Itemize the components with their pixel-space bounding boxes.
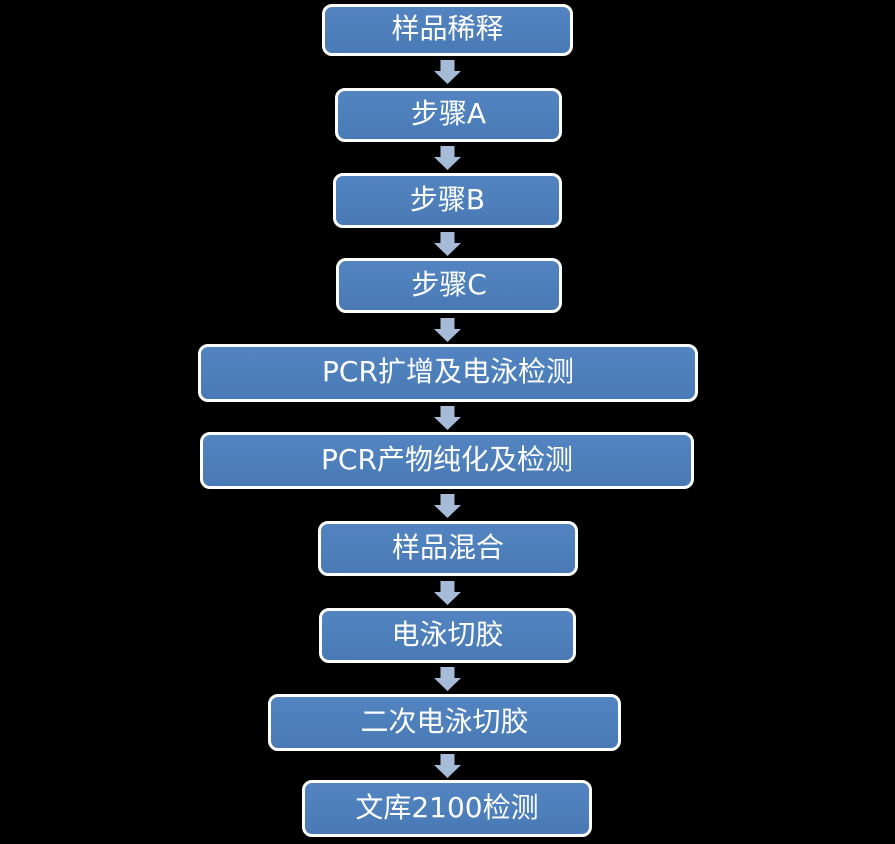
flow-step-pcr-product-purification: PCR产物纯化及检测: [200, 432, 694, 489]
down-arrow-icon: [434, 406, 461, 430]
down-arrow-icon: [434, 494, 461, 518]
flow-step-label: 电泳切胶: [391, 617, 504, 651]
flow-step-b: 步骤B: [333, 173, 562, 228]
flow-step-label: 步骤B: [409, 182, 486, 216]
flow-step-label: 文库2100检测: [355, 790, 539, 824]
flow-step-label: 样品稀释: [391, 12, 504, 45]
down-arrow-icon: [434, 581, 461, 605]
down-arrow-icon: [434, 667, 461, 691]
flow-step-library-2100-qc: 文库2100检测: [302, 780, 592, 837]
down-arrow-icon: [434, 60, 461, 84]
flow-step-a: 步骤A: [335, 88, 562, 142]
flow-step-second-gel-excision: 二次电泳切胶: [268, 694, 621, 751]
down-arrow-icon: [434, 232, 461, 256]
flow-step-label: PCR产物纯化及检测: [321, 442, 573, 476]
down-arrow-icon: [434, 754, 461, 778]
flow-step-pcr-amplification-electrophoresis: PCR扩增及电泳检测: [198, 344, 698, 402]
flow-step-label: 步骤C: [411, 267, 487, 301]
down-arrow-icon: [434, 318, 461, 342]
down-arrow-icon: [434, 146, 461, 170]
flow-step-c: 步骤C: [336, 258, 562, 313]
flow-step-label: 样品混合: [391, 530, 504, 564]
flow-step-label: PCR扩增及电泳检测: [322, 355, 574, 388]
flow-step-label: 步骤A: [410, 97, 487, 130]
flow-step-sample-dilution: 样品稀释: [322, 4, 573, 56]
flow-step-label: 二次电泳切胶: [360, 704, 529, 738]
flow-step-sample-mixing: 样品混合: [318, 521, 578, 576]
flow-step-gel-excision: 电泳切胶: [319, 608, 576, 663]
